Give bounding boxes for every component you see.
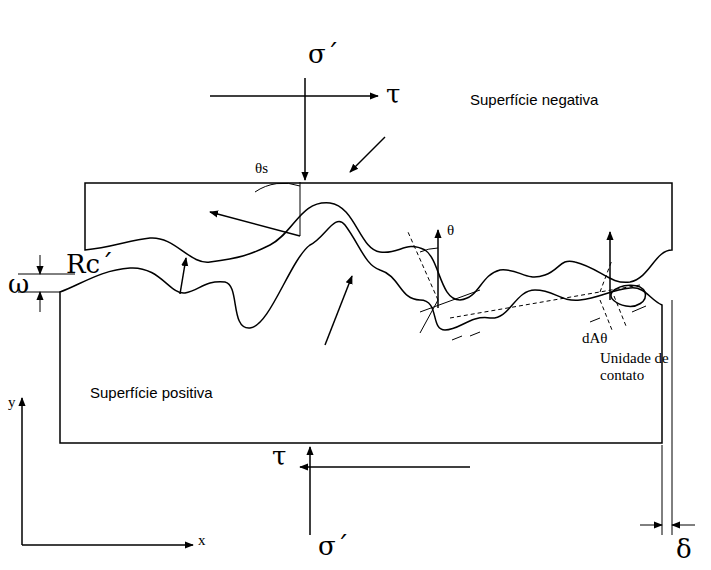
- dimension-label: ω: [8, 270, 29, 299]
- axis-label: y: [8, 394, 16, 411]
- stress-label: σ´: [318, 532, 349, 561]
- angle-label: θs: [255, 160, 268, 177]
- contact-label: Unidade de contato: [600, 350, 680, 383]
- stress-label: σ´: [308, 40, 339, 69]
- negative-block: [85, 183, 672, 300]
- axis-label: x: [198, 532, 206, 549]
- surface-label: Superfície positiva: [90, 385, 213, 402]
- dimension-label: δ: [676, 535, 692, 564]
- area-label: dAθ: [582, 330, 608, 347]
- surface-label: Superfície negativa: [470, 92, 598, 109]
- contact-unit: [611, 285, 646, 306]
- angle-label: θ: [447, 222, 454, 239]
- force-label: Rc´: [66, 250, 113, 279]
- positive-block: [60, 221, 662, 443]
- shear-label: τ: [272, 442, 286, 471]
- shear-label: τ: [386, 80, 400, 109]
